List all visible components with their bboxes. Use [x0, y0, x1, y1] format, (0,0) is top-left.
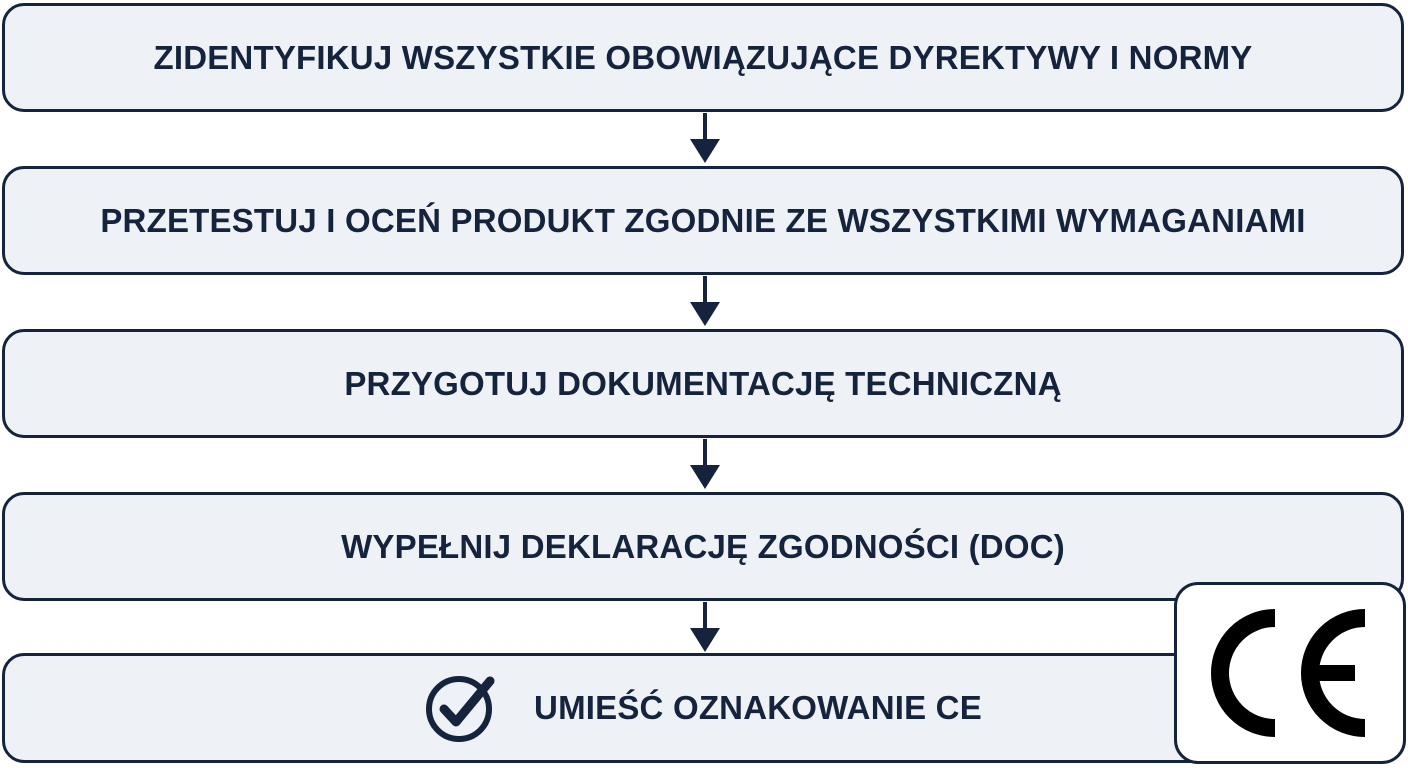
down-arrow-icon — [690, 113, 720, 163]
step-label: PRZETESTUJ I OCEŃ PRODUKT ZGODNIE ZE WSZ… — [100, 201, 1306, 239]
ce-mark-icon — [1211, 609, 1366, 737]
down-arrow-icon — [690, 276, 720, 326]
checkmark-circle-icon — [426, 676, 495, 742]
step-label: UMIEŚĆ OZNAKOWANIE CE — [534, 689, 982, 726]
step-label: PRZYGOTUJ DOKUMENTACJĘ TECHNICZNĄ — [344, 364, 1062, 402]
step-label: ZIDENTYFIKUJ WSZYSTKIE OBOWIĄZUJĄCE DYRE… — [153, 38, 1253, 76]
step-label: WYPEŁNIJ DEKLARACJĘ ZGODNOŚCI (DOC) — [341, 527, 1065, 565]
step-box-test-product: PRZETESTUJ I OCEŃ PRODUKT ZGODNIE ZE WSZ… — [2, 166, 1404, 275]
down-arrow-icon — [690, 439, 720, 489]
ce-logo-box — [1174, 582, 1406, 764]
step-box-identify-directives: ZIDENTYFIKUJ WSZYSTKIE OBOWIĄZUJĄCE DYRE… — [2, 3, 1404, 112]
down-arrow-icon — [690, 602, 720, 652]
step-box-declaration-of-conformity: WYPEŁNIJ DEKLARACJĘ ZGODNOŚCI (DOC) — [2, 492, 1404, 601]
step-box-affix-ce-marking: UMIEŚĆ OZNAKOWANIE CE — [2, 653, 1404, 763]
step-box-technical-docs: PRZYGOTUJ DOKUMENTACJĘ TECHNICZNĄ — [2, 329, 1404, 438]
